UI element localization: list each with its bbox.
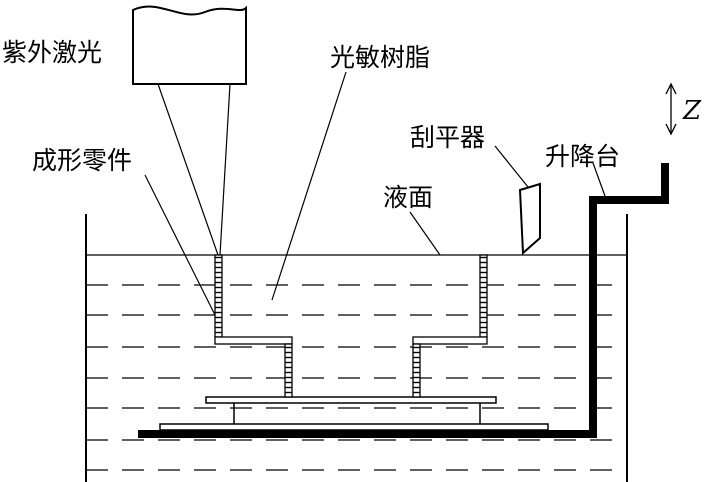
formed-part-label: 成形零件	[32, 146, 133, 175]
plate-supports	[233, 403, 481, 424]
z-axis-arrow	[665, 82, 677, 136]
support-plate-lower	[159, 423, 549, 431]
support-plate-upper	[205, 396, 497, 404]
scraper-label: 刮平器	[410, 123, 486, 152]
z-axis-label: Z	[683, 96, 702, 126]
resin-tank	[85, 214, 628, 482]
elevator-label: 升降台	[545, 142, 621, 171]
leader-lines	[144, 71, 606, 316]
formed-part-body	[214, 254, 488, 398]
resin-label: 光敏树脂	[330, 43, 431, 72]
laser-beam	[157, 83, 231, 256]
scraper-blade	[518, 182, 541, 256]
uv-laser-label: 紫外激光	[2, 38, 103, 67]
liquid-surface-label: 液面	[383, 183, 434, 212]
elevator-arm	[138, 163, 669, 438]
laser-head	[132, 5, 247, 85]
resin-dashes	[86, 284, 627, 471]
